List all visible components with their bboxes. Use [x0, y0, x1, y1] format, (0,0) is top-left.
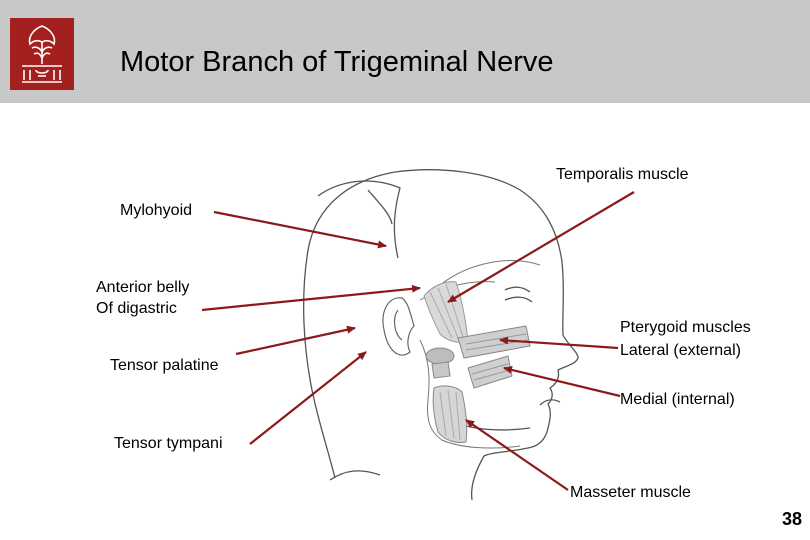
label-pterygoid-medial: Medial (internal)	[620, 391, 735, 408]
label-pterygoid-line1: Pterygoid muscles	[620, 319, 751, 336]
label-mylohyoid: Mylohyoid	[120, 202, 193, 219]
label-digastric-line2: Of digastric	[96, 300, 177, 317]
university-seal-icon	[10, 18, 74, 90]
slide-header: Motor Branch of Trigeminal Nerve	[0, 0, 810, 103]
arrow-tensor-palatine	[235, 325, 356, 356]
label-tensor-palatine: Tensor palatine	[110, 357, 219, 374]
label-digastric-line1: Anterior belly	[96, 279, 190, 296]
page-number: 38	[781, 509, 802, 529]
masseter-muscle	[432, 385, 468, 443]
ear-outline	[382, 297, 415, 356]
arrow-lateral-pterygoid	[499, 336, 619, 350]
temporalis-muscle	[423, 281, 469, 343]
slide-title: Motor Branch of Trigeminal Nerve	[120, 46, 554, 78]
arrow-medial-pterygoid	[503, 365, 621, 398]
label-temporalis: Temporalis muscle	[556, 166, 689, 183]
lateral-pterygoid-muscle	[457, 325, 531, 359]
arrow-mylohyoid	[213, 210, 387, 249]
arrow-masseter	[465, 419, 569, 491]
label-arrows	[201, 191, 635, 491]
arrow-tensor-tympani	[249, 351, 367, 445]
label-tensor-tympani: Tensor tympani	[114, 435, 223, 452]
tensor-tympani-muscle	[431, 361, 451, 379]
medial-pterygoid-muscle	[467, 355, 513, 389]
tensor-palatine-muscle	[425, 347, 455, 365]
arrow-temporalis	[447, 191, 635, 303]
label-masseter: Masseter muscle	[570, 484, 691, 501]
label-pterygoid-line2: Lateral (external)	[620, 342, 741, 359]
arrow-digastric	[201, 284, 421, 312]
